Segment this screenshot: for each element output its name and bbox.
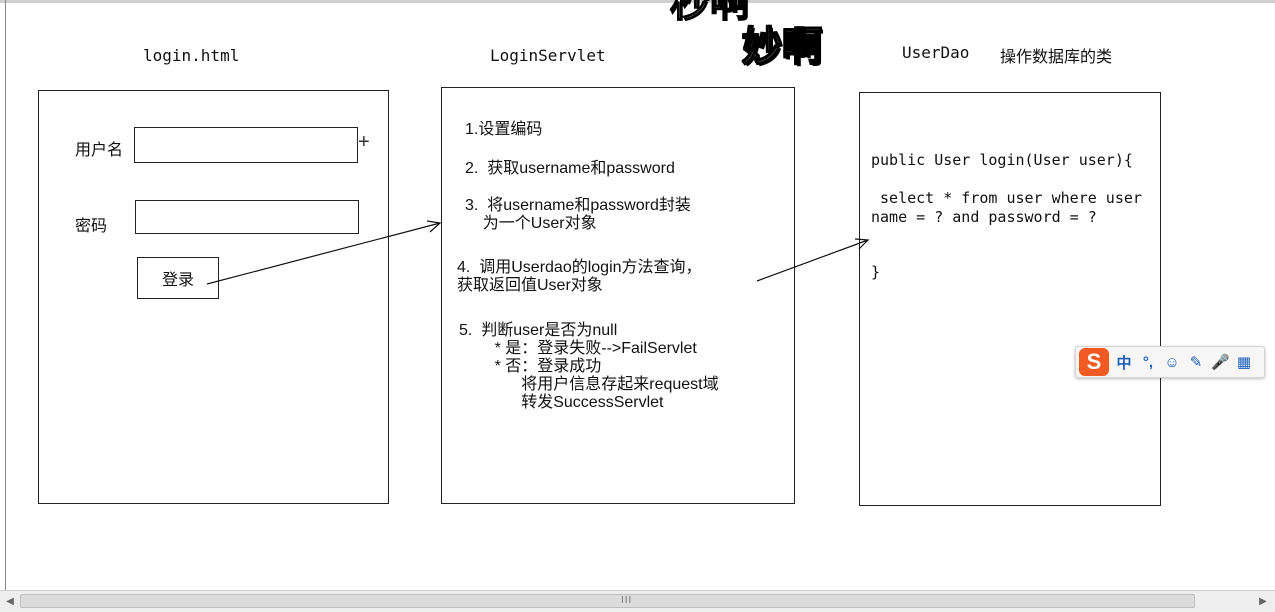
ime-voice-icon[interactable]: 🎤 [1211,354,1230,371]
dao-panel-subtitle: 操作数据库的类 [1000,49,1113,66]
scrollbar-thumb[interactable]: III [20,594,1195,608]
scroll-right-icon[interactable]: ▶ [1259,596,1267,607]
ime-toolbox-icon[interactable]: ▦ [1236,354,1252,371]
ime-emoji-icon[interactable]: ☺ [1164,353,1180,371]
username-input[interactable] [134,127,358,163]
servlet-panel [441,87,795,504]
servlet-step-1: 1.设置编码 [465,121,543,138]
cursor-crosshair-icon: + [358,131,370,153]
login-button[interactable]: 登录 [137,257,219,299]
arrow-login-to-servlet [206,222,441,285]
login-panel-title: login.html [143,46,240,65]
servlet-step-4: 4. 调用Userdao的login方法查询， 获取返回值User对象 [457,259,702,294]
dao-code-query: select * from user where user name = ? a… [871,189,1142,226]
scroll-left-icon[interactable]: ◀ [6,596,14,607]
left-border [5,0,6,590]
top-border [0,0,1275,3]
ime-handwriting-icon[interactable]: ✎ [1189,354,1203,371]
password-input[interactable] [135,200,359,234]
overlay-caption-top: 秒啊 [669,0,751,26]
arrowhead-servlet-to-dao [854,238,870,250]
arrowhead-login-to-servlet [426,220,442,233]
servlet-panel-title: LoginServlet [490,46,606,65]
dao-code-close: } [871,263,881,281]
password-label: 密码 [75,218,108,235]
dao-panel [859,92,1161,506]
username-label: 用户名 [75,142,124,159]
sogou-logo-icon[interactable]: S [1079,348,1109,376]
ime-chinese-mode-icon[interactable]: 中 [1116,354,1132,372]
dao-code-signature: public User login(User user){ [871,151,1133,169]
servlet-step-2: 2. 获取username和password [465,160,675,177]
overlay-caption: 妙啊 [741,23,823,71]
horizontal-scrollbar[interactable]: ◀ III ▶ [0,590,1275,612]
arrow-servlet-to-dao [756,239,869,282]
dao-panel-title: UserDao [902,43,970,62]
ime-toolbar: S 中 °, ☺ ✎ 🎤 ▦ [1075,346,1265,378]
servlet-step-3: 3. 将username和password封装 为一个User对象 [465,197,691,232]
scrollbar-grip-icon: III [621,595,633,606]
ime-punctuation-icon[interactable]: °, [1142,353,1154,371]
servlet-step-5: 5. 判断user是否为null * 是：登录失败-->FailServlet … [459,322,719,411]
